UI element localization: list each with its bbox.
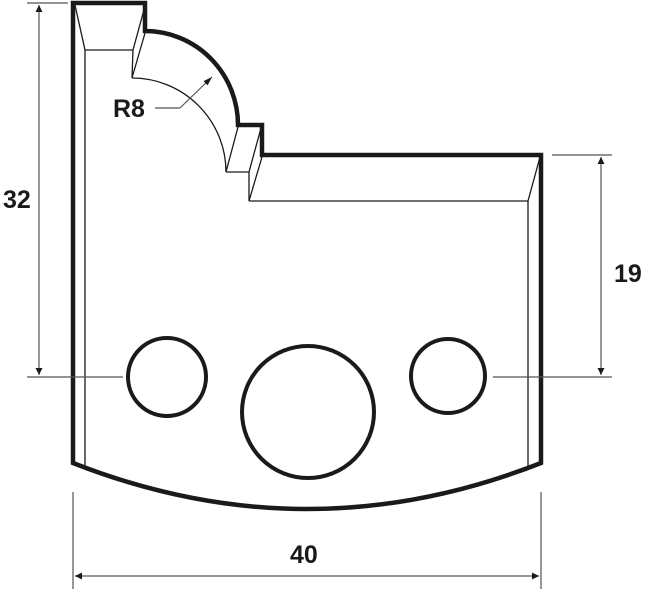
radius-label: R8 <box>113 95 145 123</box>
dimension-32 <box>27 2 123 378</box>
profile-outline <box>70 0 544 512</box>
dimension-32-label: 32 <box>3 186 31 214</box>
dimension-19 <box>493 154 612 378</box>
radius-leader <box>155 76 213 109</box>
center-hole <box>240 344 376 480</box>
left-hole <box>126 336 208 418</box>
dimension-40 <box>72 492 542 589</box>
dimension-40-label: 40 <box>290 541 318 569</box>
dimension-19-label: 19 <box>614 260 642 288</box>
bevel-lines <box>74 4 541 467</box>
right-hole <box>409 337 487 415</box>
holes <box>126 336 487 480</box>
